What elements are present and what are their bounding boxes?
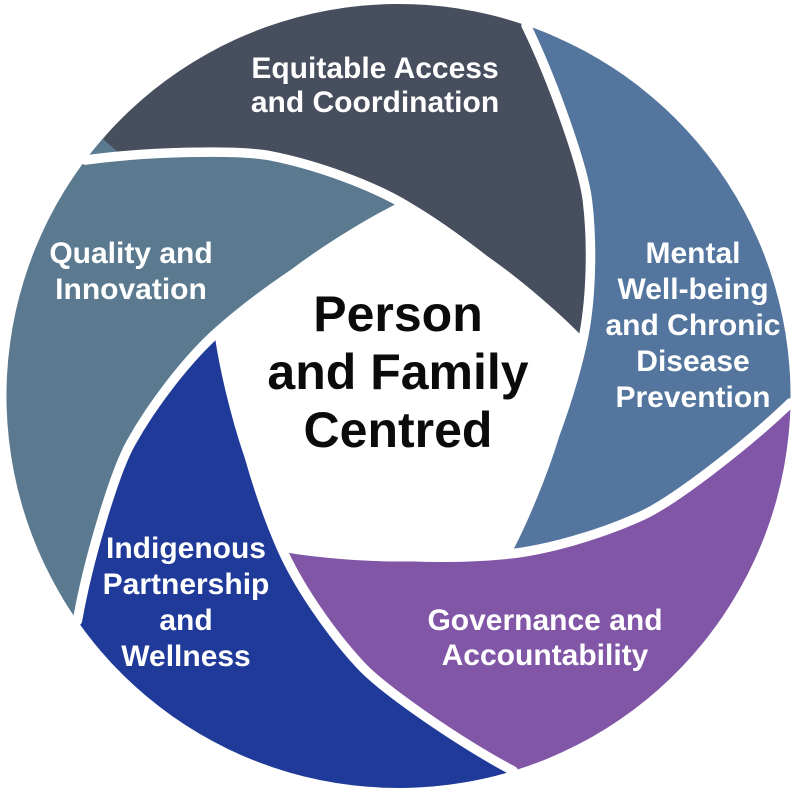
pinwheel-blades-svg [0,0,797,791]
pinwheel-diagram: Equitable Access and Coordination Mental… [0,0,797,791]
